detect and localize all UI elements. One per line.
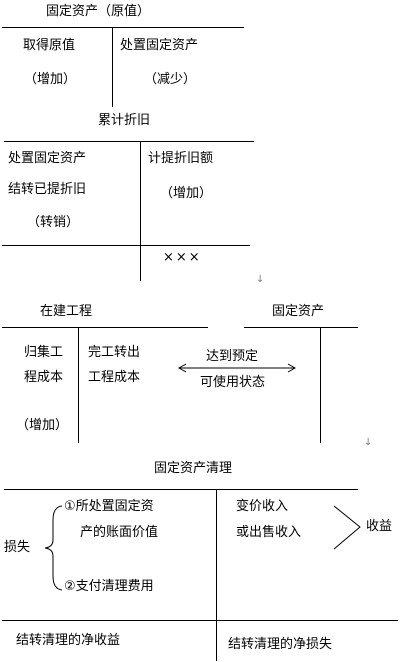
construction-t-account-divider [78,327,79,443]
fixed-assets-t-account-divider [320,327,321,443]
book-value-line1: ①所处置固定资 [64,499,154,514]
sale-proceeds-line2: 或出售收入 [236,525,302,540]
disposal-fixed-assets-label: 处置固定资产 [8,151,87,166]
fixed-assets-t-account-top-line [244,327,358,328]
t-account-top-line [4,489,358,490]
depreciation-charge-label: 计提折旧额 [148,151,214,166]
completion-transfer-line1: 完工转出 [88,345,141,360]
t-account-divider [140,141,141,281]
t-account-divider [112,27,113,107]
t-account-divider [216,489,217,661]
disposal-label: 处置固定资产 [120,38,199,53]
accumulated-depreciation-title: 累计折旧 [98,113,151,128]
collect-project-cost-line2: 程成本 [24,370,64,385]
increase-label: （增加） [24,72,77,87]
fixed-assets-original-title: 固定资产（原值） [46,4,151,19]
collect-project-cost-line1: 归集工 [24,345,64,360]
t-account-top-line [4,141,254,142]
income-label: 收益 [366,519,393,534]
sale-proceeds-line1: 变价收入 [236,499,289,514]
decrease-label: （减少） [144,72,197,87]
closing-line [2,620,398,621]
transfer-net-income-label: 结转清理的净收益 [16,633,121,648]
increase-label: （增加） [16,418,69,433]
fixed-assets-title: 固定资产 [272,304,325,319]
ready-for-use-line2: 可使用状态 [200,375,266,390]
transfer-depreciation-label: 结转已提折旧 [8,182,87,197]
write-off-label: （转销） [27,215,80,230]
balance-line [2,245,250,246]
paragraph-mark-icon: ↓ [364,437,373,448]
completion-transfer-line2: 工程成本 [88,370,141,385]
fixed-assets-liquidation-title: 固定资产清理 [154,461,233,476]
double-headed-arrow-icon [177,363,297,373]
ready-for-use-line1: 达到预定 [206,349,259,364]
balance-placeholder: ××× [163,250,202,265]
construction-in-progress-title: 在建工程 [40,304,93,319]
greater-than-bracket-icon [333,505,361,550]
transfer-net-loss-label: 结转清理的净损失 [228,637,333,652]
t-account-top-line [2,27,244,28]
paragraph-mark-icon: ↓ [256,274,265,285]
book-value-line2: 产的账面价值 [80,525,159,540]
construction-t-account-top-line [2,327,208,328]
increase-label: （增加） [160,186,213,201]
liquidation-fees-label: ②支付清理费用 [64,579,154,594]
loss-label: 损失 [4,540,31,555]
acquisition-cost-label: 取得原值 [23,38,76,53]
left-brace-icon [44,505,63,591]
